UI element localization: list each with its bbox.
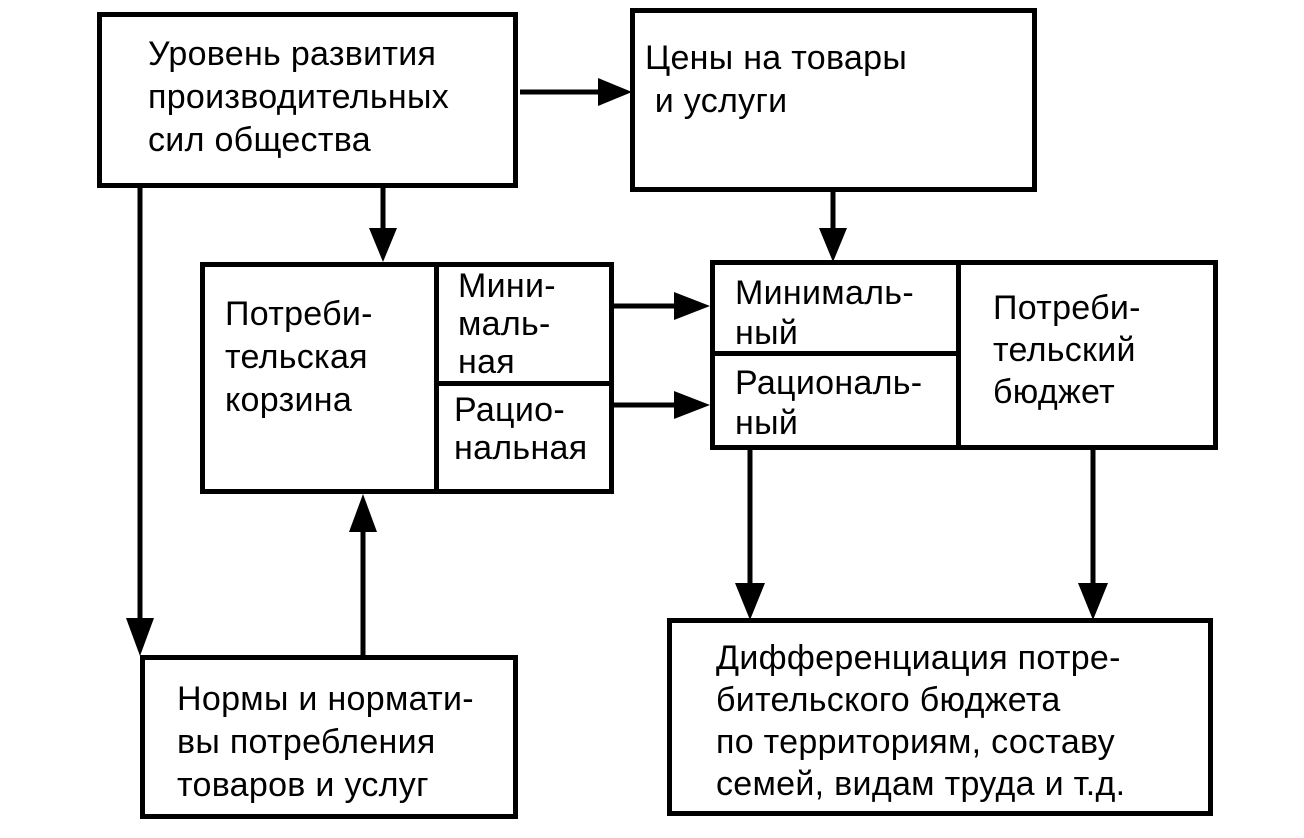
arrowhead-down — [819, 228, 847, 262]
norms-label: Нормы и нормати- вы потребления товаров … — [177, 680, 474, 804]
basket-minimal-label: Мини- маль- ная — [458, 267, 556, 381]
arrowhead-right — [674, 292, 710, 320]
basket-rational-label: Рацио- нальная — [454, 391, 588, 467]
prices-label: Цены на товары и услуги — [645, 39, 908, 120]
norms-box: Нормы и нормати- вы потребления товаров … — [140, 655, 518, 819]
productive-forces-box: Уровень развития производительных сил об… — [97, 12, 518, 188]
consumer-budget-box: Минималь- ный Рациональ- ный Потреби- те… — [710, 260, 1218, 450]
arrowhead-down — [369, 228, 397, 262]
arrowhead-down — [735, 583, 765, 620]
prices-box: Цены на товары и услуги — [630, 8, 1037, 192]
basket-divider-vertical — [434, 267, 439, 489]
budget-minimal-label: Минималь- ный — [735, 274, 914, 352]
arrowhead-down — [126, 618, 154, 656]
basket-divider-horizontal — [434, 381, 609, 386]
arrowhead-down — [1078, 583, 1108, 620]
productive-forces-label: Уровень развития производительных сил об… — [148, 35, 450, 159]
consumer-basket-box: Потреби- тельская корзина Мини- маль- на… — [200, 262, 614, 494]
arrowhead-right — [674, 391, 710, 419]
differentiation-box: Дифференциация потре- бительского бюджет… — [667, 618, 1213, 816]
consumer-basket-label: Потреби- тельская корзина — [225, 295, 373, 419]
consumer-budget-label: Потреби- тельский бюджет — [993, 289, 1141, 411]
budget-divider-horizontal — [715, 351, 956, 356]
differentiation-label: Дифференциация потре- бительского бюджет… — [716, 639, 1126, 803]
budget-divider-vertical — [956, 265, 961, 445]
arrowhead-right — [598, 78, 632, 106]
budget-rational-label: Рациональ- ный — [735, 364, 923, 442]
arrowhead-up — [349, 494, 377, 532]
